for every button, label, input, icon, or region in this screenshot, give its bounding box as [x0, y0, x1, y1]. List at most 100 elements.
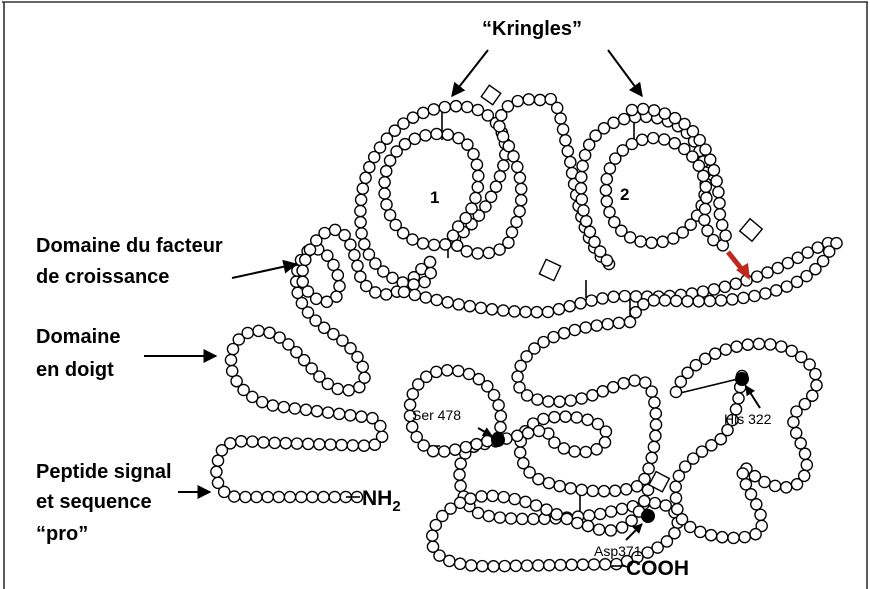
amino-acid-bead	[329, 491, 340, 502]
amino-acid-bead	[698, 170, 709, 181]
amino-acid-bead	[358, 440, 369, 451]
amino-acid-bead	[442, 297, 453, 308]
amino-acid-bead	[240, 491, 251, 502]
amino-acid-bead	[360, 172, 371, 183]
amino-acid-bead	[212, 477, 223, 488]
amino-acid-bead	[555, 559, 566, 570]
signal-line-3: “pro”	[36, 523, 88, 545]
amino-acid-bead	[212, 455, 223, 466]
amino-acid-bead	[544, 560, 555, 571]
amino-acid-bead	[450, 101, 461, 112]
amino-acid-bead	[733, 393, 744, 404]
amino-acid-bead	[231, 376, 242, 387]
amino-acid-bead	[359, 239, 370, 250]
amino-acid-beads	[211, 94, 842, 572]
amino-acid-bead	[321, 296, 332, 307]
his-322-residue	[736, 373, 749, 386]
amino-acid-bead	[649, 498, 660, 509]
amino-acid-bead	[577, 160, 588, 171]
growth-factor-line-1: Domaine du facteur	[36, 235, 223, 257]
his-322-label: His 322	[724, 411, 772, 427]
amino-acid-bead	[297, 265, 308, 276]
amino-acid-bead	[711, 176, 722, 187]
growth-factor-label: Domaine du facteur de croissance	[36, 235, 296, 288]
amino-acid-bead	[693, 296, 704, 307]
amino-acid-bead	[576, 393, 587, 404]
amino-acid-bead	[565, 483, 576, 494]
amino-acid-bead	[512, 96, 523, 107]
amino-acid-bead	[462, 101, 473, 112]
amino-acid-bead	[737, 468, 748, 479]
amino-acid-bead	[752, 271, 763, 282]
amino-acid-bead	[473, 170, 484, 181]
amino-acid-bead	[379, 188, 390, 199]
his-322-arrow	[746, 386, 760, 408]
amino-acid-bead	[343, 385, 354, 396]
amino-acid-bead	[788, 417, 799, 428]
signal-line-2: et sequence	[36, 491, 152, 513]
amino-acid-bead	[646, 386, 657, 397]
amino-acid-bead	[297, 276, 308, 287]
amino-acid-bead	[505, 513, 516, 524]
glycosylation-site-2	[539, 259, 560, 280]
finger-line-1: Domaine	[36, 326, 120, 348]
amino-acid-bead	[300, 404, 311, 415]
amino-acid-bead	[587, 390, 598, 401]
amino-acid-bead	[755, 509, 766, 520]
amino-acid-bead	[670, 492, 681, 503]
amino-acid-bead	[598, 486, 609, 497]
amino-acid-bead	[591, 444, 602, 455]
amino-acid-bead	[626, 138, 637, 149]
amino-acid-bead	[791, 427, 802, 438]
amino-acid-bead	[506, 227, 517, 238]
finger-line-2: en doigt	[36, 359, 114, 381]
amino-acid-bead	[730, 278, 741, 289]
amino-acid-bead	[345, 239, 356, 250]
amino-acid-bead	[670, 386, 681, 397]
amino-acid-bead	[314, 439, 325, 450]
amino-acid-bead	[455, 458, 466, 469]
amino-acid-bead	[473, 507, 484, 518]
amino-acid-bead	[408, 279, 419, 290]
n-terminus-text: NH	[362, 487, 392, 510]
amino-acid-bead	[503, 237, 514, 248]
amino-acid-bead	[643, 463, 654, 474]
amino-acid-bead	[531, 307, 542, 318]
amino-acid-bead	[336, 439, 347, 450]
amino-acid-bead	[720, 344, 731, 355]
amino-acid-bead	[428, 104, 439, 115]
amino-acid-bead	[558, 124, 569, 135]
amino-acid-bead	[566, 559, 577, 570]
amino-acid-bead	[466, 560, 477, 571]
amino-acid-bead	[762, 267, 773, 278]
amino-acid-bead	[307, 491, 318, 502]
amino-acid-bead	[464, 301, 475, 312]
amino-acid-bead	[670, 481, 681, 492]
amino-acid-bead	[657, 236, 668, 247]
amino-acid-bead	[619, 114, 630, 125]
amino-acid-bead	[515, 360, 526, 371]
amino-acid-bead	[771, 285, 782, 296]
amino-acid-bead	[543, 396, 554, 407]
amino-acid-bead	[296, 491, 307, 502]
amino-acid-bead	[345, 410, 356, 421]
amino-acid-bead	[349, 250, 360, 261]
amino-acid-bead	[278, 402, 289, 413]
amino-acid-bead	[417, 238, 428, 249]
amino-acid-bead	[461, 246, 472, 257]
kringles-title: “Kringles”	[482, 18, 582, 40]
amino-acid-bead	[498, 305, 509, 316]
amino-acid-bead	[580, 150, 591, 161]
amino-acid-bead	[512, 430, 523, 441]
amino-acid-bead	[379, 177, 390, 188]
amino-acid-bead	[514, 172, 525, 183]
amino-acid-bead	[533, 560, 544, 571]
amino-acid-bead	[554, 481, 565, 492]
amino-acid-bead	[600, 185, 611, 196]
amino-acid-bead	[494, 121, 505, 132]
amino-acid-bead	[409, 289, 420, 300]
amino-acid-bead	[604, 207, 615, 218]
amino-acid-bead	[236, 436, 247, 447]
amino-acid-bead	[624, 316, 635, 327]
amino-acid-bead	[781, 281, 792, 292]
